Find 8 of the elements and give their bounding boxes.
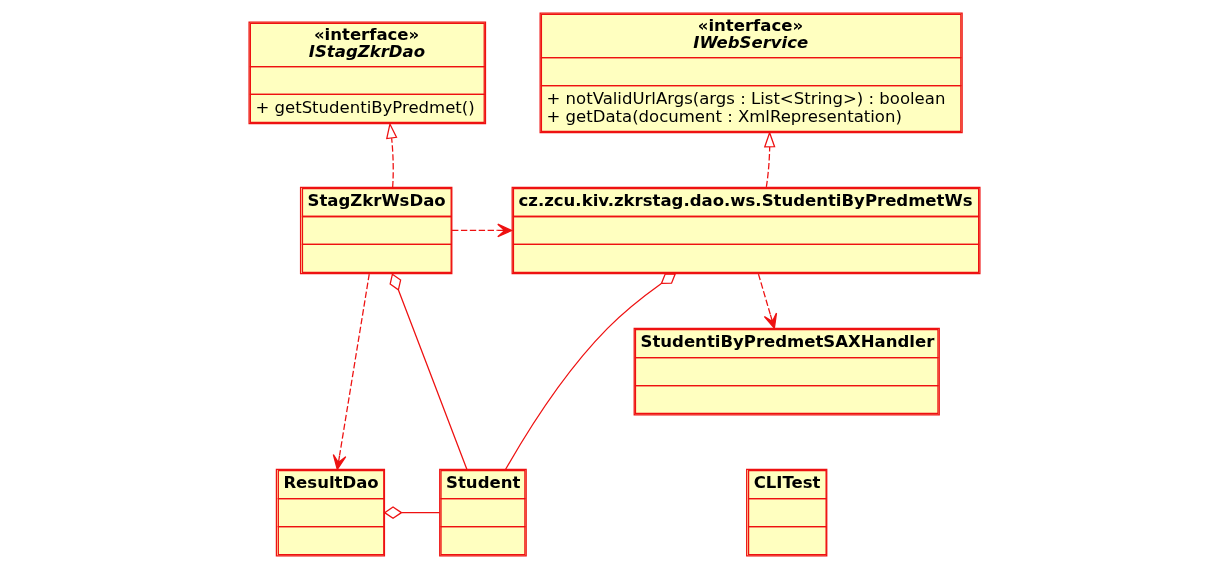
connector	[504, 273, 677, 470]
arrow	[763, 130, 776, 188]
connector	[383, 506, 441, 519]
arrow	[451, 223, 513, 238]
connector	[389, 273, 468, 471]
arrow	[332, 273, 370, 471]
arrow	[385, 122, 398, 188]
arrow	[757, 273, 778, 329]
